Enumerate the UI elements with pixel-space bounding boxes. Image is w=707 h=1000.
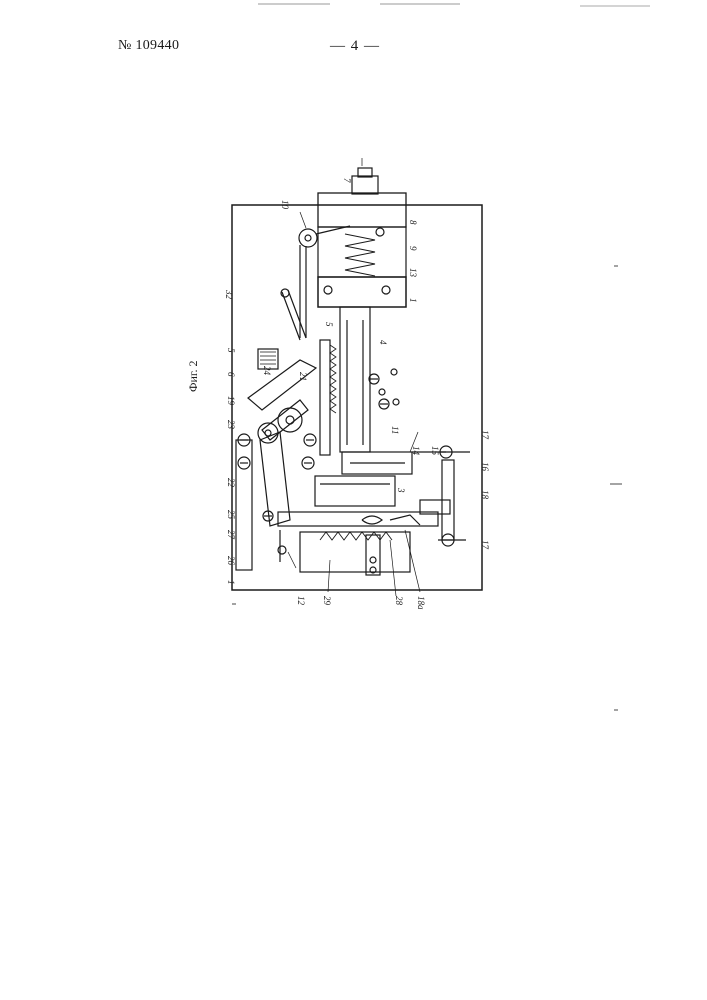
svg-text:9: 9	[408, 246, 418, 251]
svg-text:29: 29	[322, 596, 332, 606]
svg-text:12: 12	[296, 596, 306, 606]
svg-text:11: 11	[390, 426, 400, 434]
svg-text:3: 3	[396, 487, 406, 493]
svg-text:6: 6	[226, 372, 236, 377]
svg-text:15: 15	[430, 446, 440, 456]
svg-text:18a: 18a	[416, 596, 426, 610]
svg-text:4: 4	[378, 340, 388, 345]
svg-text:23: 23	[226, 420, 236, 430]
svg-text:16: 16	[480, 462, 490, 472]
svg-text:1: 1	[408, 298, 418, 303]
svg-text:25: 25	[226, 510, 236, 520]
svg-text:24: 24	[262, 366, 272, 376]
svg-text:13: 13	[408, 268, 418, 278]
svg-text:32: 32	[224, 289, 234, 300]
svg-text:18: 18	[480, 490, 490, 500]
svg-text:17: 17	[480, 430, 490, 440]
svg-text:5: 5	[226, 348, 236, 353]
svg-text:27: 27	[226, 530, 236, 540]
svg-text:19: 19	[226, 396, 236, 406]
svg-text:7: 7	[342, 178, 352, 183]
svg-text:5: 5	[324, 322, 334, 327]
svg-text:14: 14	[411, 446, 421, 456]
svg-text:26: 26	[226, 556, 236, 566]
svg-text:17: 17	[480, 540, 490, 550]
svg-text:8: 8	[408, 220, 418, 225]
svg-text:10: 10	[280, 200, 290, 210]
svg-text:21: 21	[298, 372, 308, 381]
figure-caption: Фиг. 2	[186, 361, 201, 392]
svg-text:1: 1	[226, 580, 236, 585]
svg-text:28: 28	[394, 596, 404, 606]
svg-text:22: 22	[226, 478, 236, 488]
